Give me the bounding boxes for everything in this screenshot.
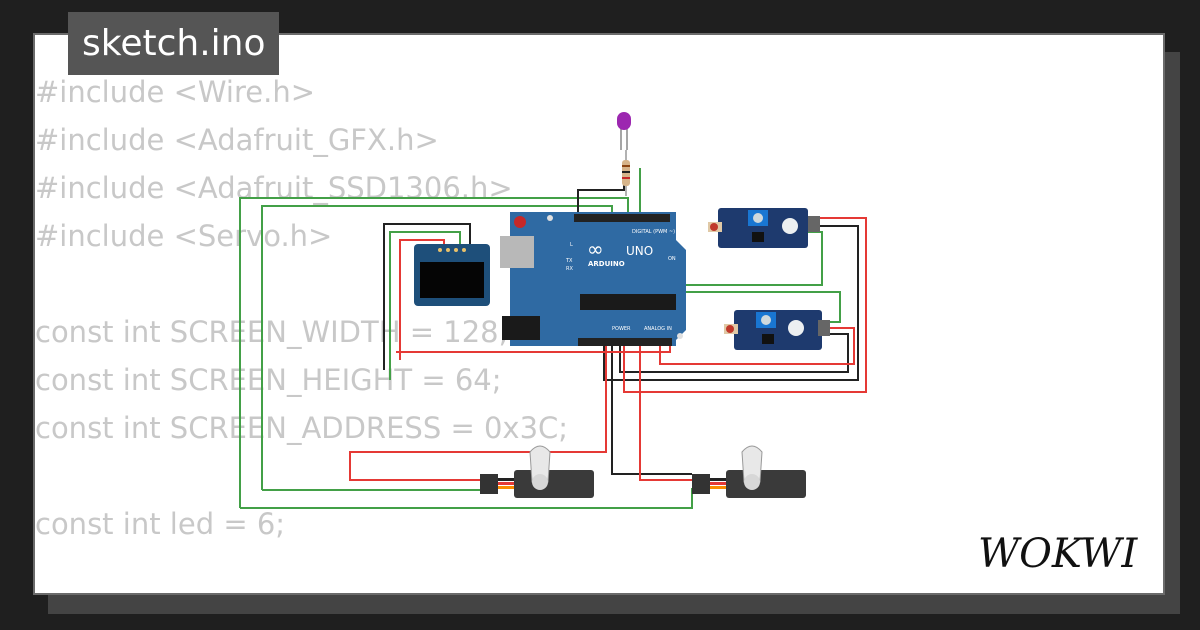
l-led-label: L: [570, 242, 573, 248]
board-model-label: UNO: [626, 244, 653, 258]
on-led-label: ON: [668, 256, 676, 262]
code-line: #include <Wire.h>: [35, 75, 316, 109]
oled-display[interactable]: [414, 244, 490, 306]
rx-label: RX: [566, 266, 573, 272]
light-sensor-module-top[interactable]: [708, 208, 820, 248]
wokwi-logo-text: WOKWI: [978, 531, 1138, 575]
code-line: const int led = 6;: [35, 507, 286, 541]
board-brand-label: ARDUINO: [588, 260, 625, 268]
wokwi-logo: WOKWI: [978, 531, 1138, 575]
svg-text:∞: ∞: [587, 237, 604, 261]
code-preview: #include <Wire.h> #include <Adafruit_GFX.…: [35, 68, 568, 548]
analog-header-label: ANALOG IN: [644, 326, 672, 332]
resistor: [622, 150, 630, 196]
code-line: const int SCREEN_HEIGHT = 64;: [35, 363, 502, 397]
tx-label: TX: [565, 258, 573, 264]
led[interactable]: [617, 112, 631, 150]
code-line: const int SCREEN_WIDTH = 128;: [35, 315, 509, 349]
code-line: const int SCREEN_ADDRESS = 0x3C;: [35, 411, 569, 445]
code-line: #include <Servo.h>: [35, 219, 333, 253]
code-line: #include <Adafruit_GFX.h>: [35, 123, 439, 157]
power-header-label: POWER: [612, 326, 631, 332]
servo-motor-left[interactable]: [480, 445, 594, 498]
code-line: #include <Adafruit_SSD1306.h>: [35, 171, 513, 205]
filename-tab[interactable]: sketch.ino: [68, 12, 280, 75]
digital-header-label: DIGITAL (PWM ~): [632, 229, 675, 235]
servo-motor-right[interactable]: [692, 445, 806, 498]
red-wires: [349, 217, 867, 481]
light-sensor-module-bottom[interactable]: [724, 310, 830, 350]
arduino-uno-board[interactable]: ∞ UNO ARDUINO DIGITAL (PWM ~) POWER ANAL…: [500, 212, 686, 346]
